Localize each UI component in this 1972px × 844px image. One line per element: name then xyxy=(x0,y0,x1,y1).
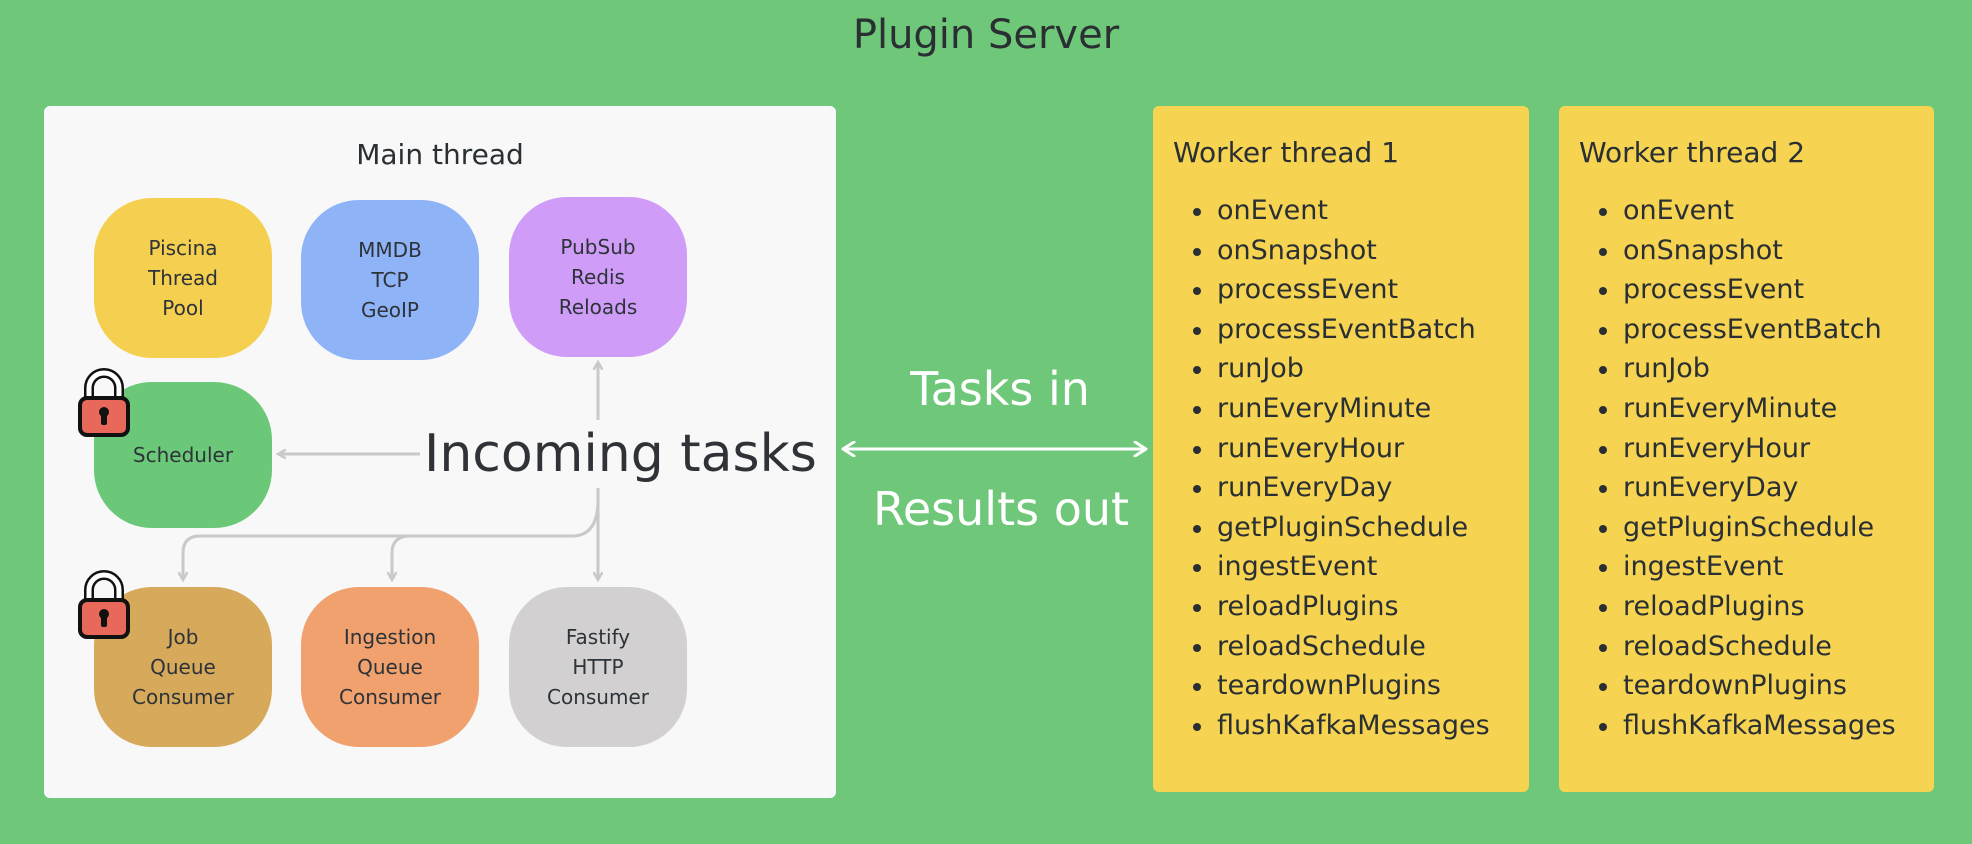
list-item: processEventBatch xyxy=(1599,310,1914,350)
list-item: processEvent xyxy=(1193,270,1509,310)
node-label: Job xyxy=(167,625,199,649)
worker-thread-1-panel: Worker thread 1 onEvent onSnapshot proce… xyxy=(1153,106,1529,792)
list-item: processEvent xyxy=(1599,270,1914,310)
list-item: ingestEvent xyxy=(1193,547,1509,587)
list-item: runEveryMinute xyxy=(1193,389,1509,429)
node-label: Consumer xyxy=(132,685,234,709)
list-item: runEveryHour xyxy=(1193,429,1509,469)
list-item: onSnapshot xyxy=(1193,231,1509,271)
list-item: runJob xyxy=(1193,349,1509,389)
list-item: flushKafkaMessages xyxy=(1599,706,1914,746)
list-item: ingestEvent xyxy=(1599,547,1914,587)
fastify-http-consumer-node: Fastify HTTP Consumer xyxy=(509,587,687,747)
node-label: Consumer xyxy=(339,685,441,709)
node-label: Queue xyxy=(357,655,423,679)
node-label: Fastify xyxy=(565,625,631,649)
list-item: teardownPlugins xyxy=(1599,666,1914,706)
main-thread-title: Main thread xyxy=(356,138,524,171)
list-item: flushKafkaMessages xyxy=(1193,706,1509,746)
node-label: Scheduler xyxy=(132,443,234,467)
worker-thread-2-panel: Worker thread 2 onEvent onSnapshot proce… xyxy=(1559,106,1934,792)
list-item: reloadSchedule xyxy=(1599,627,1914,667)
list-item: runJob xyxy=(1599,349,1914,389)
node-label: GeoIP xyxy=(360,298,419,322)
node-label: Thread xyxy=(148,266,218,290)
list-item: runEveryHour xyxy=(1599,429,1914,469)
arrow-to-job-queue xyxy=(183,499,600,580)
piscina-thread-pool-node: Piscina Thread Pool xyxy=(94,198,272,358)
list-item: getPluginSchedule xyxy=(1193,508,1509,548)
list-item: onEvent xyxy=(1193,191,1509,231)
node-label: MMDB xyxy=(358,238,422,262)
tasks-in-label: Tasks in xyxy=(910,362,1090,416)
node-label: HTTP xyxy=(572,655,624,679)
incoming-tasks-label: Incoming tasks xyxy=(424,424,817,484)
list-item: reloadPlugins xyxy=(1193,587,1509,627)
list-item: runEveryMinute xyxy=(1599,389,1914,429)
list-item: reloadPlugins xyxy=(1599,587,1914,627)
node-label: Reloads xyxy=(558,295,638,319)
pubsub-redis-reloads-node: PubSub Redis Reloads xyxy=(509,197,687,357)
worker-task-list: onEvent onSnapshot processEvent processE… xyxy=(1579,191,1914,745)
list-item: getPluginSchedule xyxy=(1599,508,1914,548)
list-item: runEveryDay xyxy=(1193,468,1509,508)
node-label: Redis xyxy=(571,265,625,289)
node-label: Pool xyxy=(162,296,204,320)
lock-icon xyxy=(78,570,130,639)
lock-icon xyxy=(78,368,130,437)
list-item: teardownPlugins xyxy=(1193,666,1509,706)
list-item: onEvent xyxy=(1599,191,1914,231)
node-label: TCP xyxy=(371,268,409,292)
list-item: processEventBatch xyxy=(1193,310,1509,350)
arrow-to-ingestion-queue xyxy=(392,534,411,580)
list-item: onSnapshot xyxy=(1599,231,1914,271)
mmdb-tcp-geoip-node: MMDB TCP GeoIP xyxy=(301,200,479,360)
node-label: Ingestion xyxy=(343,625,437,649)
list-item: reloadSchedule xyxy=(1193,627,1509,667)
worker-task-list: onEvent onSnapshot processEvent processE… xyxy=(1173,191,1509,745)
node-label: Piscina xyxy=(148,236,218,260)
results-out-label: Results out xyxy=(872,482,1130,536)
node-label: PubSub xyxy=(560,235,636,259)
worker-thread-title: Worker thread 2 xyxy=(1579,136,1806,169)
list-item: runEveryDay xyxy=(1599,468,1914,508)
ingestion-queue-consumer-node: Ingestion Queue Consumer xyxy=(301,587,479,747)
diagram-title: Plugin Server xyxy=(852,12,1120,58)
node-label: Consumer xyxy=(547,685,649,709)
worker-thread-title: Worker thread 1 xyxy=(1173,136,1400,169)
node-label: Queue xyxy=(150,655,216,679)
